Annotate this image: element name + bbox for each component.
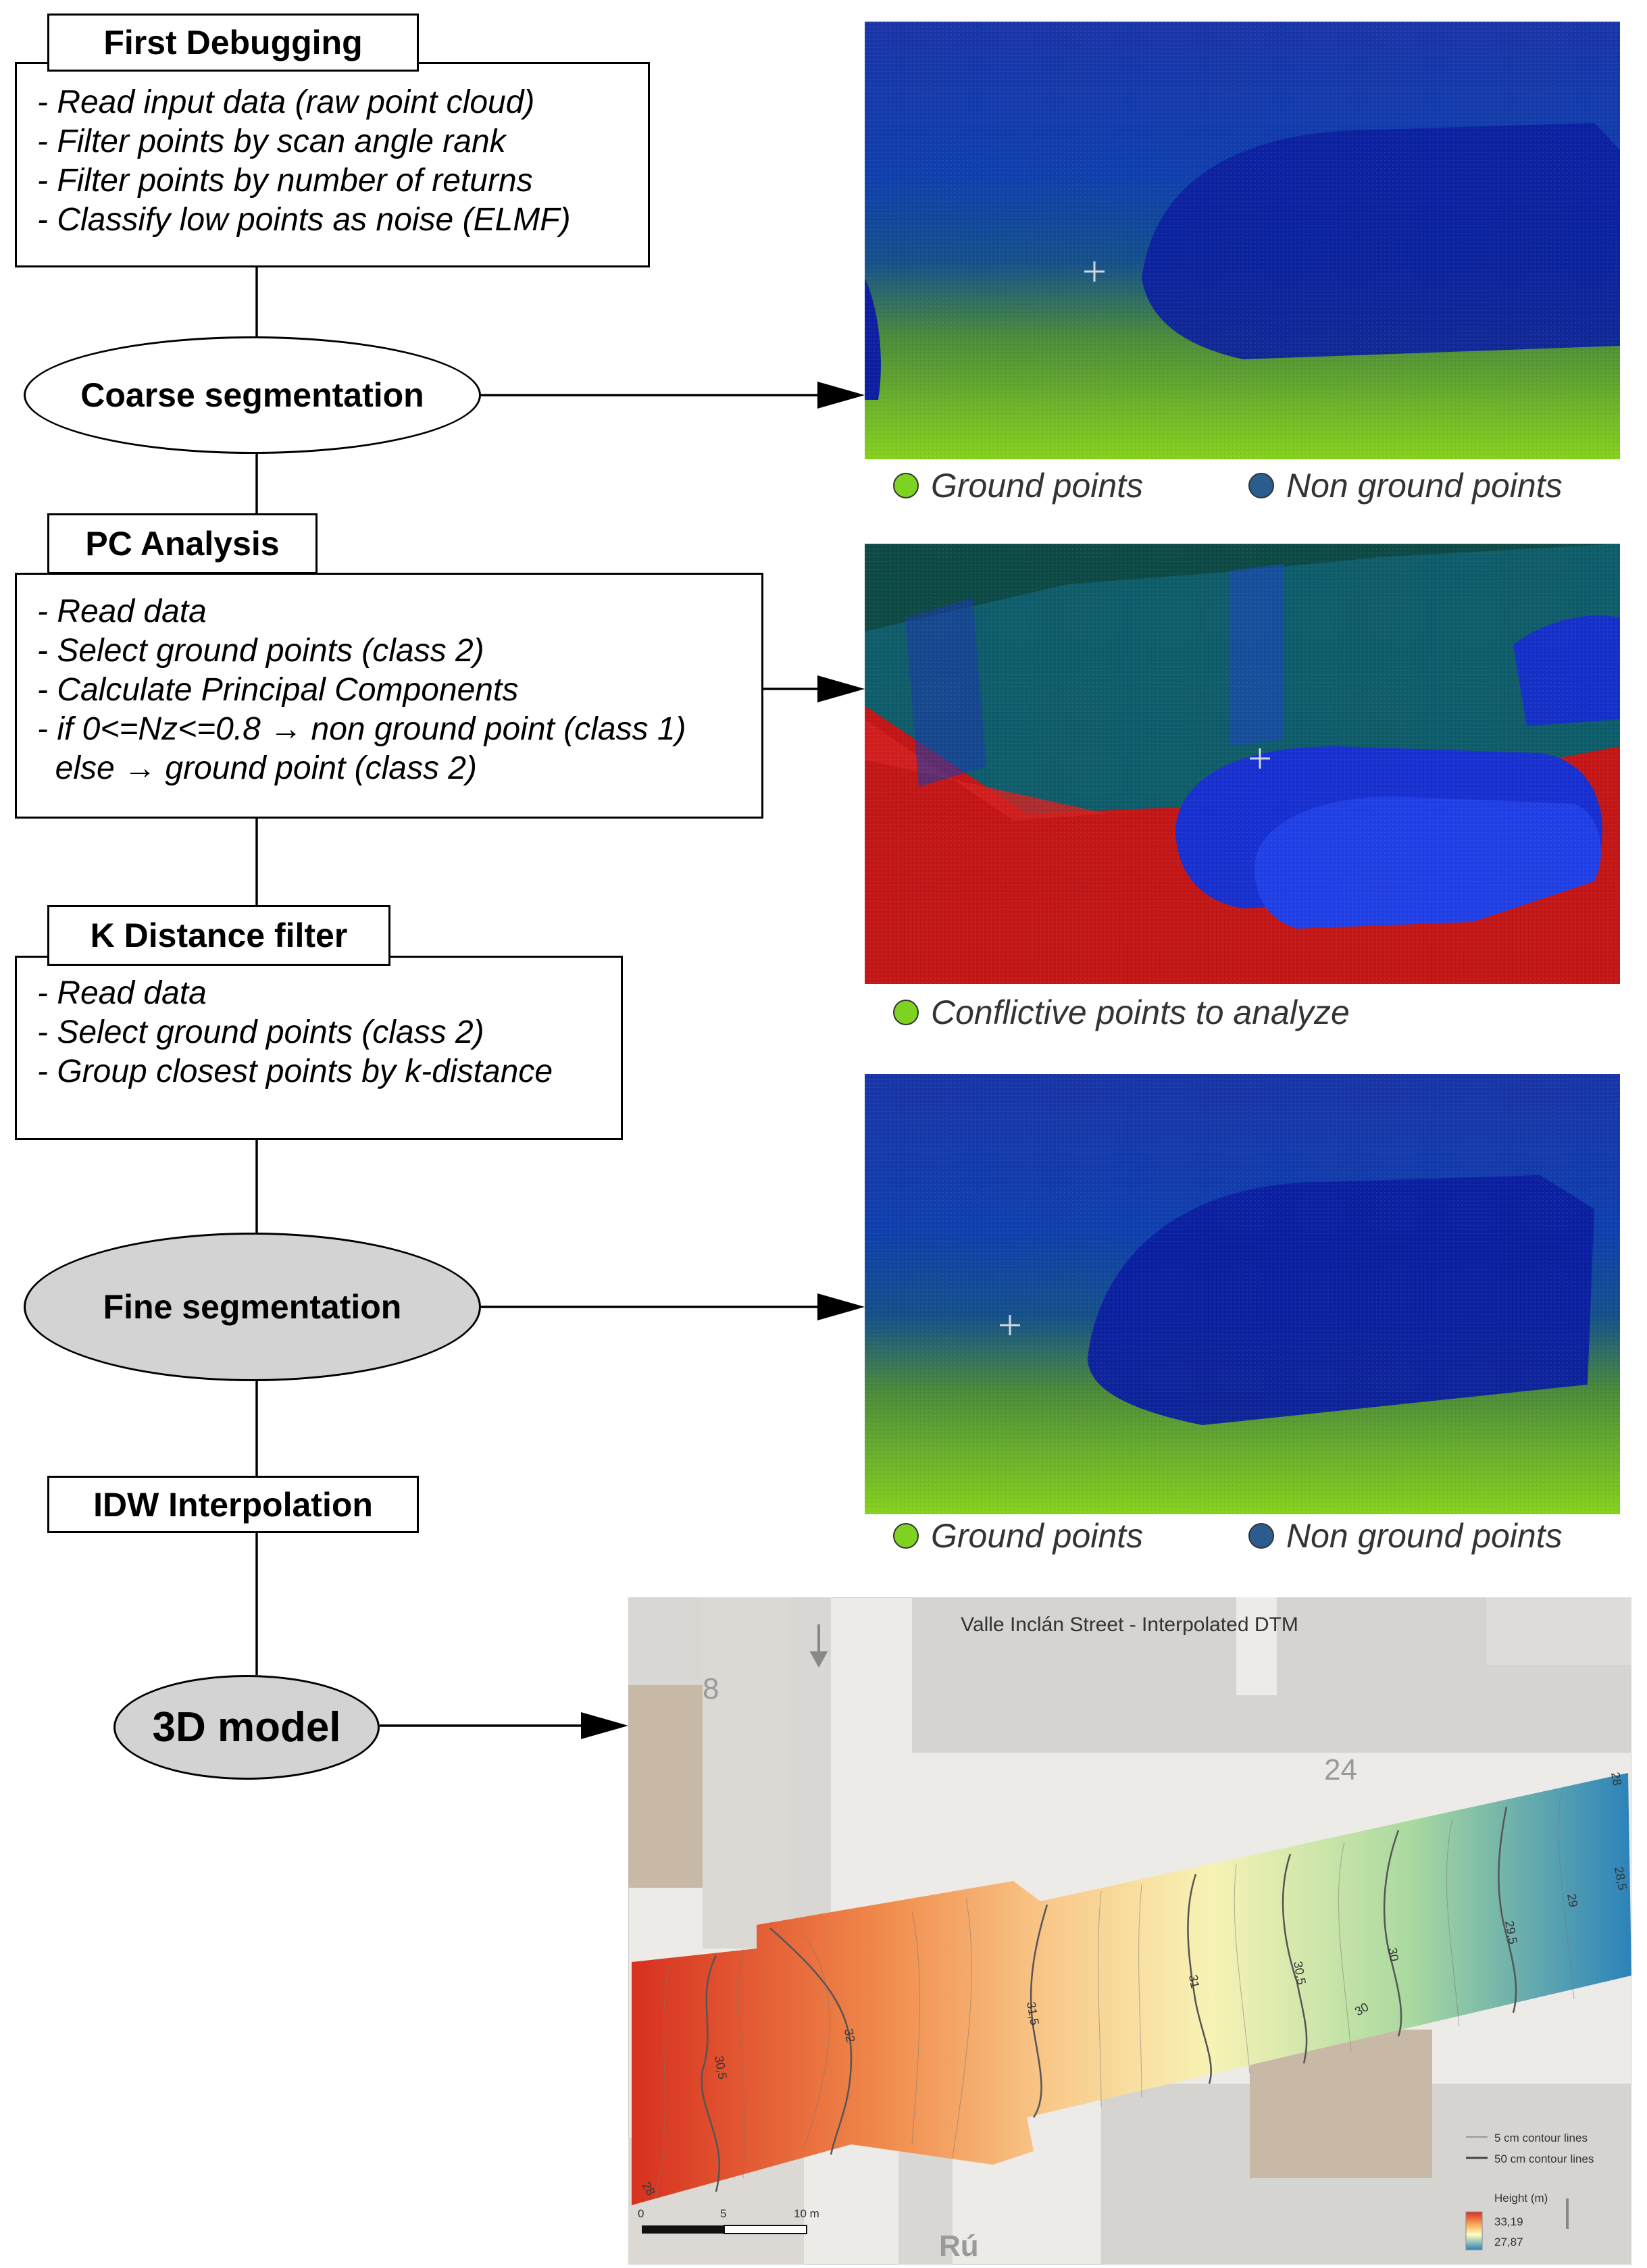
- pc-analysis-box: - Read data - Select ground points (clas…: [15, 573, 763, 819]
- contour-label: 29: [1565, 1892, 1580, 1908]
- k-distance-step-3: - Group closest points by k-distance: [37, 1054, 553, 1089]
- street-direction-arrows: [809, 1624, 1569, 2229]
- legend-ground-2: Ground points: [893, 1516, 1143, 1555]
- model-3d-node: 3D model: [113, 1675, 380, 1780]
- arrowhead-model: [581, 1712, 628, 1739]
- conflictive-dot-icon: [893, 1000, 919, 1025]
- contour-label: 32: [842, 2028, 857, 2043]
- map-building-24-label: 24: [1324, 1753, 1357, 1786]
- dtm-contours-50cm: [701, 1806, 1517, 2192]
- contour-label: 31: [1186, 1974, 1202, 1989]
- legend-nonground-2: Non ground points: [1248, 1516, 1563, 1555]
- scale-tick-5: 5: [720, 2207, 726, 2220]
- legend-ground-1-label: Ground points: [931, 467, 1144, 505]
- ground-dot-icon-2: [893, 1523, 919, 1549]
- legend-ground-1: Ground points: [893, 466, 1143, 505]
- nonground-dot-icon-2: [1248, 1523, 1274, 1549]
- map-building-8-label: 8: [703, 1672, 719, 1705]
- legend-conflictive-label: Conflictive points to analyze: [931, 994, 1350, 1031]
- map-contour-legend: 5 cm contour lines 50 cm contour lines: [1466, 2132, 1594, 2165]
- dtm-surface: [632, 1773, 1631, 2205]
- height-legend-title: Height (m): [1494, 2192, 1548, 2205]
- fine-segmentation-label: Fine segmentation: [103, 1288, 402, 1326]
- contour-label: 28: [1608, 1771, 1624, 1786]
- coarse-segmentation-label: Coarse segmentation: [80, 376, 424, 414]
- fine-segmentation-node: Fine segmentation: [24, 1233, 481, 1381]
- idw-interpolation-box: IDW Interpolation: [47, 1476, 419, 1533]
- coarse-segmentation-node: Coarse segmentation: [24, 336, 481, 454]
- arrowhead-pc: [817, 675, 865, 702]
- arrowhead-fine: [817, 1293, 865, 1320]
- nonground-dot-icon: [1248, 473, 1274, 498]
- height-max-label: 33,19: [1494, 2215, 1523, 2228]
- map-title: Valle Inclán Street - Interpolated DTM: [961, 1614, 1298, 1636]
- pc-analysis-step-2: - Select ground points (class 2): [37, 633, 484, 669]
- legend-ground-2-label: Ground points: [931, 1517, 1144, 1555]
- dtm-contours-5cm: [655, 1794, 1575, 2199]
- fine-segmentation-pointcloud: [865, 1074, 1620, 1514]
- first-debugging-step-2: - Filter points by scan angle rank: [37, 124, 506, 159]
- first-debugging-step-1: - Read input data (raw point cloud): [37, 84, 535, 120]
- contour-label: 30: [1386, 1947, 1401, 1962]
- legend-nonground-2-label: Non ground points: [1286, 1517, 1563, 1555]
- k-distance-box: - Read data - Select ground points (clas…: [15, 956, 623, 1140]
- arrowhead-coarse: [817, 382, 865, 409]
- k-distance-step-1: - Read data: [37, 975, 207, 1011]
- model-3d-label: 3D model: [152, 1704, 341, 1751]
- pc-analysis-step-5: else → ground point (class 2): [37, 750, 477, 786]
- interpolated-dtm-map: 8 24 5 Rú 30,5 32 31,5 31 30,5: [628, 1597, 1631, 2265]
- scale-tick-0: 0: [638, 2207, 644, 2220]
- pc-analysis-title: PC Analysis: [47, 513, 318, 574]
- coarse-segmentation-pointcloud: [865, 22, 1620, 459]
- first-debugging-step-3: - Filter points by number of returns: [37, 163, 533, 199]
- pc-analysis-step-3: - Calculate Principal Components: [37, 672, 519, 708]
- legend-nonground-1: Non ground points: [1248, 466, 1563, 505]
- first-debugging-box: - Read input data (raw point cloud) - Fi…: [15, 62, 650, 267]
- map-street-label: Rú: [939, 2230, 979, 2263]
- map-height-legend: Height (m) 33,19 27,87: [1465, 2192, 1548, 2250]
- legend-nonground-1-label: Non ground points: [1286, 467, 1563, 505]
- legend-conflictive: Conflictive points to analyze: [893, 993, 1350, 1032]
- map-scale-bar: 0 5 10 m: [638, 2207, 819, 2234]
- pc-analysis-pointcloud: [865, 544, 1620, 984]
- first-debugging-step-4: - Classify low points as noise (ELMF): [37, 202, 571, 238]
- height-min-label: 27,87: [1494, 2236, 1523, 2248]
- legend-50cm-label: 50 cm contour lines: [1494, 2153, 1594, 2165]
- pc-analysis-step-4: - if 0<=Nz<=0.8 → non ground point (clas…: [37, 711, 686, 747]
- pc-analysis-step-1: - Read data: [37, 594, 207, 629]
- k-distance-title: K Distance filter: [47, 905, 390, 966]
- ground-dot-icon: [893, 473, 919, 498]
- scale-tick-10: 10 m: [794, 2207, 819, 2220]
- legend-5cm-label: 5 cm contour lines: [1494, 2132, 1588, 2144]
- k-distance-step-2: - Select ground points (class 2): [37, 1014, 484, 1050]
- first-debugging-title: First Debugging: [47, 14, 419, 72]
